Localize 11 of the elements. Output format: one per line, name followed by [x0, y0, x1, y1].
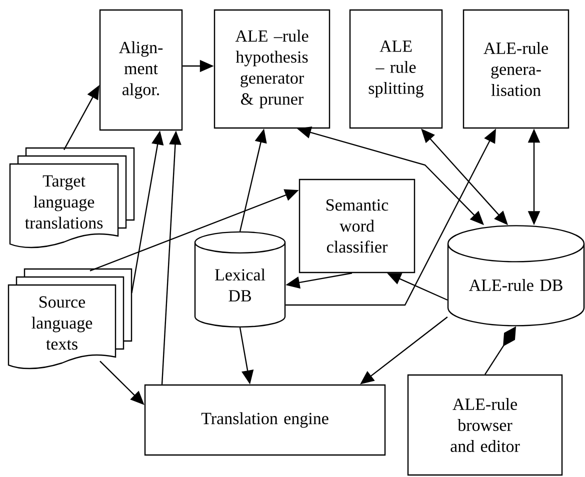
- database-cylinder: ALE-rule DB: [447, 225, 585, 326]
- process-box: ALE –rule hypothesis generator & pruner: [214, 9, 330, 129]
- database-cylinder: Lexical DB: [194, 231, 286, 328]
- process-box: Translation engine: [144, 384, 386, 456]
- process-box: ALE – rule splitting: [349, 9, 443, 129]
- process-box: Semantic word classifier: [298, 178, 416, 274]
- document-stack: Target language translations: [9, 147, 135, 248]
- process-box: Align-ment algor.: [99, 9, 183, 131]
- process-box: ALE-rule browser and editor: [407, 374, 563, 476]
- process-box: ALE-rule genera-lisation: [462, 9, 570, 129]
- document-stack: Source language texts: [8, 268, 132, 370]
